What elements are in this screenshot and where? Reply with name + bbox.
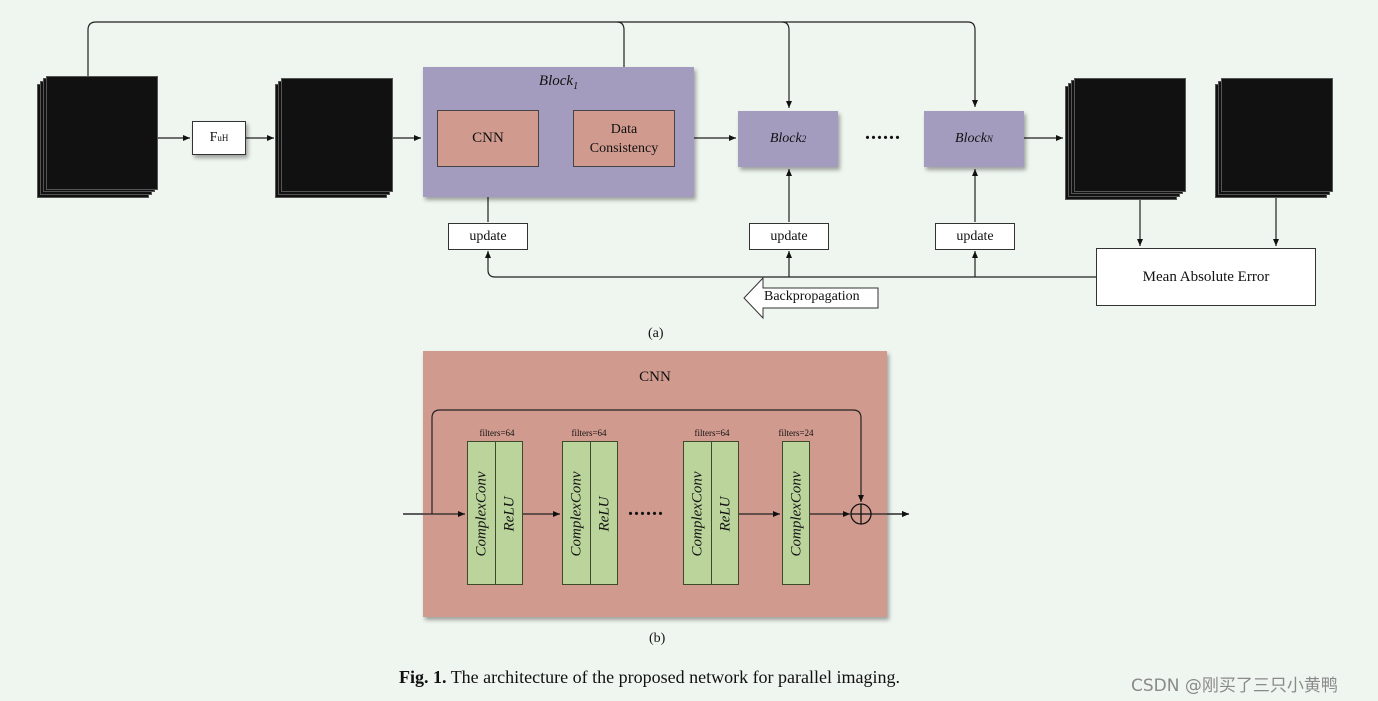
layer-1-complexconv: ComplexConv [467, 441, 496, 585]
data-consistency-box: Data Consistency [573, 110, 675, 167]
layer-4-complexconv: ComplexConv [782, 441, 810, 585]
layer-2-complexconv: ComplexConv [562, 441, 591, 585]
caption-text: The architecture of the proposed network… [450, 667, 901, 687]
ellipsis-a: ...... [865, 122, 901, 144]
update-box-n: update [935, 223, 1015, 250]
layer-2-relu: ReLU [590, 441, 618, 585]
update-box-2: update [749, 223, 829, 250]
layer-4-filters: filters=24 [778, 428, 814, 438]
update-box-1: update [448, 223, 528, 250]
figure-caption: Fig. 1. The architecture of the proposed… [399, 667, 900, 688]
kspace-image [46, 76, 158, 190]
sum-node-icon [850, 503, 872, 525]
sublabel-b: (b) [649, 631, 666, 646]
caption-prefix: Fig. 1. [399, 667, 447, 687]
layer-3-filters: filters=64 [694, 428, 730, 438]
watermark: CSDN @刚买了三只小黄鸭 [1131, 676, 1338, 696]
cnn-box: CNN [437, 110, 539, 167]
backprop-arrow-shape [743, 276, 879, 320]
block-1-title: Block1 [538, 73, 579, 92]
ellipsis-b: ...... [628, 498, 664, 520]
layer-3-complexconv: ComplexConv [683, 441, 712, 585]
cnn-detail-title: CNN [639, 369, 671, 385]
sublabel-a: (a) [648, 326, 664, 341]
mean-absolute-error-box: Mean Absolute Error [1096, 248, 1316, 306]
layer-3-relu: ReLU [711, 441, 739, 585]
layer-1-relu: ReLU [495, 441, 523, 585]
mri-image [281, 78, 393, 192]
layer-2-filters: filters=64 [571, 428, 607, 438]
layer-1-filters: filters=64 [479, 428, 515, 438]
backpropagation-label: Backpropagation [764, 289, 860, 304]
